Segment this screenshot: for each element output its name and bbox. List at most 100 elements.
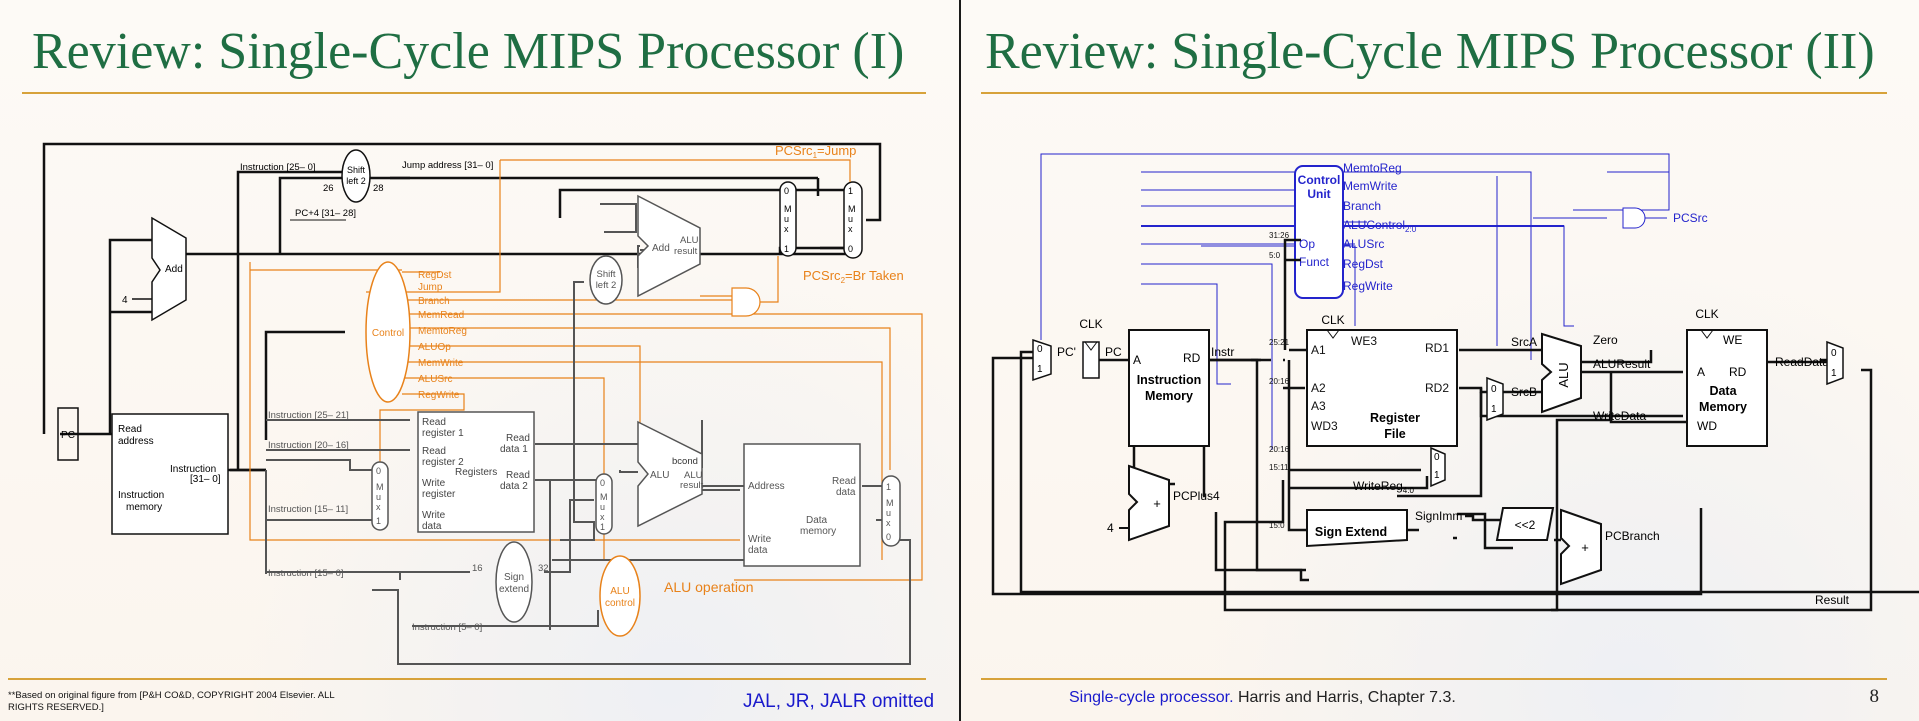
svg-text:bcond: bcond — [672, 456, 698, 467]
svg-text:20:16: 20:16 — [1269, 377, 1290, 386]
svg-text:WE: WE — [1723, 333, 1742, 347]
svg-text:Read: Read — [506, 470, 530, 481]
svg-text:PCSrc: PCSrc — [1673, 211, 1708, 225]
main-alu — [637, 420, 703, 528]
slide-title-right: Review: Single-Cycle MIPS Processor (II) — [985, 23, 1875, 80]
svg-text:PC': PC' — [1057, 345, 1076, 359]
svg-text:u: u — [376, 492, 381, 502]
pcsrc1-label: PCSrc1=Jump — [775, 143, 856, 160]
svg-text:1: 1 — [376, 516, 381, 526]
pc-mux — [1032, 338, 1052, 382]
citation-link[interactable]: Single-cycle processor. — [1069, 689, 1234, 706]
slide-right: Review: Single-Cycle MIPS Processor (II)… — [961, 0, 1919, 721]
svg-text:u: u — [848, 214, 853, 224]
mux-regdst — [371, 461, 389, 531]
svg-text:Shift: Shift — [347, 165, 366, 175]
svg-text:Instruction [15– 11]: Instruction [15– 11] — [268, 504, 348, 515]
branch-adder — [637, 194, 701, 298]
svg-text:CLK: CLK — [1321, 313, 1344, 327]
svg-text:0: 0 — [1037, 344, 1043, 355]
svg-text:1: 1 — [784, 244, 789, 254]
svg-text:u: u — [600, 502, 605, 512]
svg-text:A: A — [1133, 353, 1141, 367]
svg-text:+: + — [1581, 540, 1589, 555]
svg-text:[31– 0]: [31– 0] — [190, 474, 221, 485]
svg-text:4: 4 — [122, 295, 128, 306]
svg-text:1: 1 — [1831, 368, 1837, 379]
svg-text:memory: memory — [800, 526, 836, 537]
svg-text:1: 1 — [1491, 404, 1497, 415]
svg-text:M: M — [784, 204, 792, 214]
svg-text:Instr: Instr — [1211, 345, 1234, 359]
svg-text:PCPlus4: PCPlus4 — [1173, 489, 1220, 503]
svg-text:0: 0 — [848, 244, 853, 254]
svg-text:MemWrite: MemWrite — [418, 358, 464, 369]
pc-label: PC — [61, 430, 75, 441]
svg-text:4: 4 — [1107, 521, 1114, 535]
svg-text:ALU: ALU — [1556, 362, 1571, 387]
svg-text:1: 1 — [848, 186, 853, 196]
svg-text:WD3: WD3 — [1311, 419, 1338, 433]
regdst-mux — [1430, 446, 1446, 488]
control-unit — [365, 261, 411, 403]
source-footnote: **Based on original figure from [P&H CO&… — [8, 690, 335, 713]
svg-text:File: File — [1384, 427, 1406, 441]
svg-text:+: + — [1153, 496, 1161, 511]
svg-text:Data: Data — [806, 515, 828, 526]
omitted-instructions-note: JAL, JR, JALR omitted — [743, 691, 935, 712]
svg-text:x: x — [784, 224, 789, 234]
pc-adder — [151, 216, 187, 322]
wire-pc-to-adder — [108, 238, 152, 434]
svg-text:5:0: 5:0 — [1269, 251, 1281, 260]
svg-text:RD1: RD1 — [1425, 341, 1449, 355]
slide-left: Review: Single-Cycle MIPS Processor (I) — [0, 0, 959, 721]
svg-text:Memory: Memory — [1699, 400, 1747, 414]
sign-extend-unit — [1306, 509, 1408, 548]
svg-text:20:16: 20:16 — [1269, 445, 1290, 454]
svg-text:left 2: left 2 — [596, 280, 617, 291]
mux-alusrc — [595, 473, 613, 535]
svg-text:Control: Control — [1298, 173, 1341, 187]
writereg-label: WriteReg4:0 — [1353, 479, 1414, 495]
footer-rule-left — [8, 678, 926, 680]
svg-text:ALUSrc: ALUSrc — [1343, 237, 1384, 251]
wire-top-loop — [42, 142, 882, 434]
svg-text:1: 1 — [1037, 364, 1043, 375]
svg-text:ALUControl2:0: ALUControl2:0 — [1343, 218, 1417, 234]
svg-text:RD: RD — [1183, 351, 1201, 365]
svg-text:ALUResult: ALUResult — [1593, 357, 1651, 371]
svg-text:A3: A3 — [1311, 399, 1326, 413]
svg-text:ALU: ALU — [650, 470, 669, 481]
svg-text:MemRead: MemRead — [418, 310, 464, 321]
svg-text:x: x — [600, 512, 605, 522]
svg-text:Jump: Jump — [418, 282, 443, 293]
control-unit-box — [1294, 165, 1344, 299]
svg-text:ALU: ALU — [610, 586, 629, 597]
mux-branch — [779, 181, 797, 257]
svg-text:A: A — [1697, 365, 1705, 379]
svg-text:Sign: Sign — [504, 572, 524, 583]
harris-single-cycle-diagram: Control Unit Op Funct MemtoReg MemWrite … — [991, 153, 1919, 612]
data-memory-block — [743, 443, 861, 567]
svg-text:16: 16 — [472, 563, 483, 574]
svg-text:RD2: RD2 — [1425, 381, 1449, 395]
svg-text:M: M — [376, 482, 384, 492]
svg-text:data 1: data 1 — [500, 444, 528, 455]
branch-and-gate — [1622, 207, 1646, 229]
register-file-block — [417, 411, 535, 533]
svg-text:PC+4 [31– 28]: PC+4 [31– 28] — [295, 208, 356, 219]
svg-text:Read: Read — [422, 446, 446, 457]
svg-text:Read: Read — [832, 476, 856, 487]
pcbranch-adder — [1560, 508, 1602, 586]
svg-text:Unit: Unit — [1307, 187, 1330, 201]
alu-control-unit — [599, 555, 641, 637]
svg-text:memory: memory — [126, 502, 162, 513]
svg-text:Instruction [25– 21]: Instruction [25– 21] — [268, 410, 349, 421]
mux-jump — [843, 181, 863, 259]
svg-text:RegDst: RegDst — [1343, 257, 1384, 271]
single-cycle-datapath-diagram-pnh: PC Read address Instruction [31– 0] Inst… — [42, 142, 923, 665]
shift-left-branch — [589, 255, 623, 305]
svg-text:Read: Read — [422, 417, 446, 428]
svg-text:Instruction [5– 0]: Instruction [5– 0] — [412, 622, 482, 633]
svg-text:Read: Read — [506, 433, 530, 444]
